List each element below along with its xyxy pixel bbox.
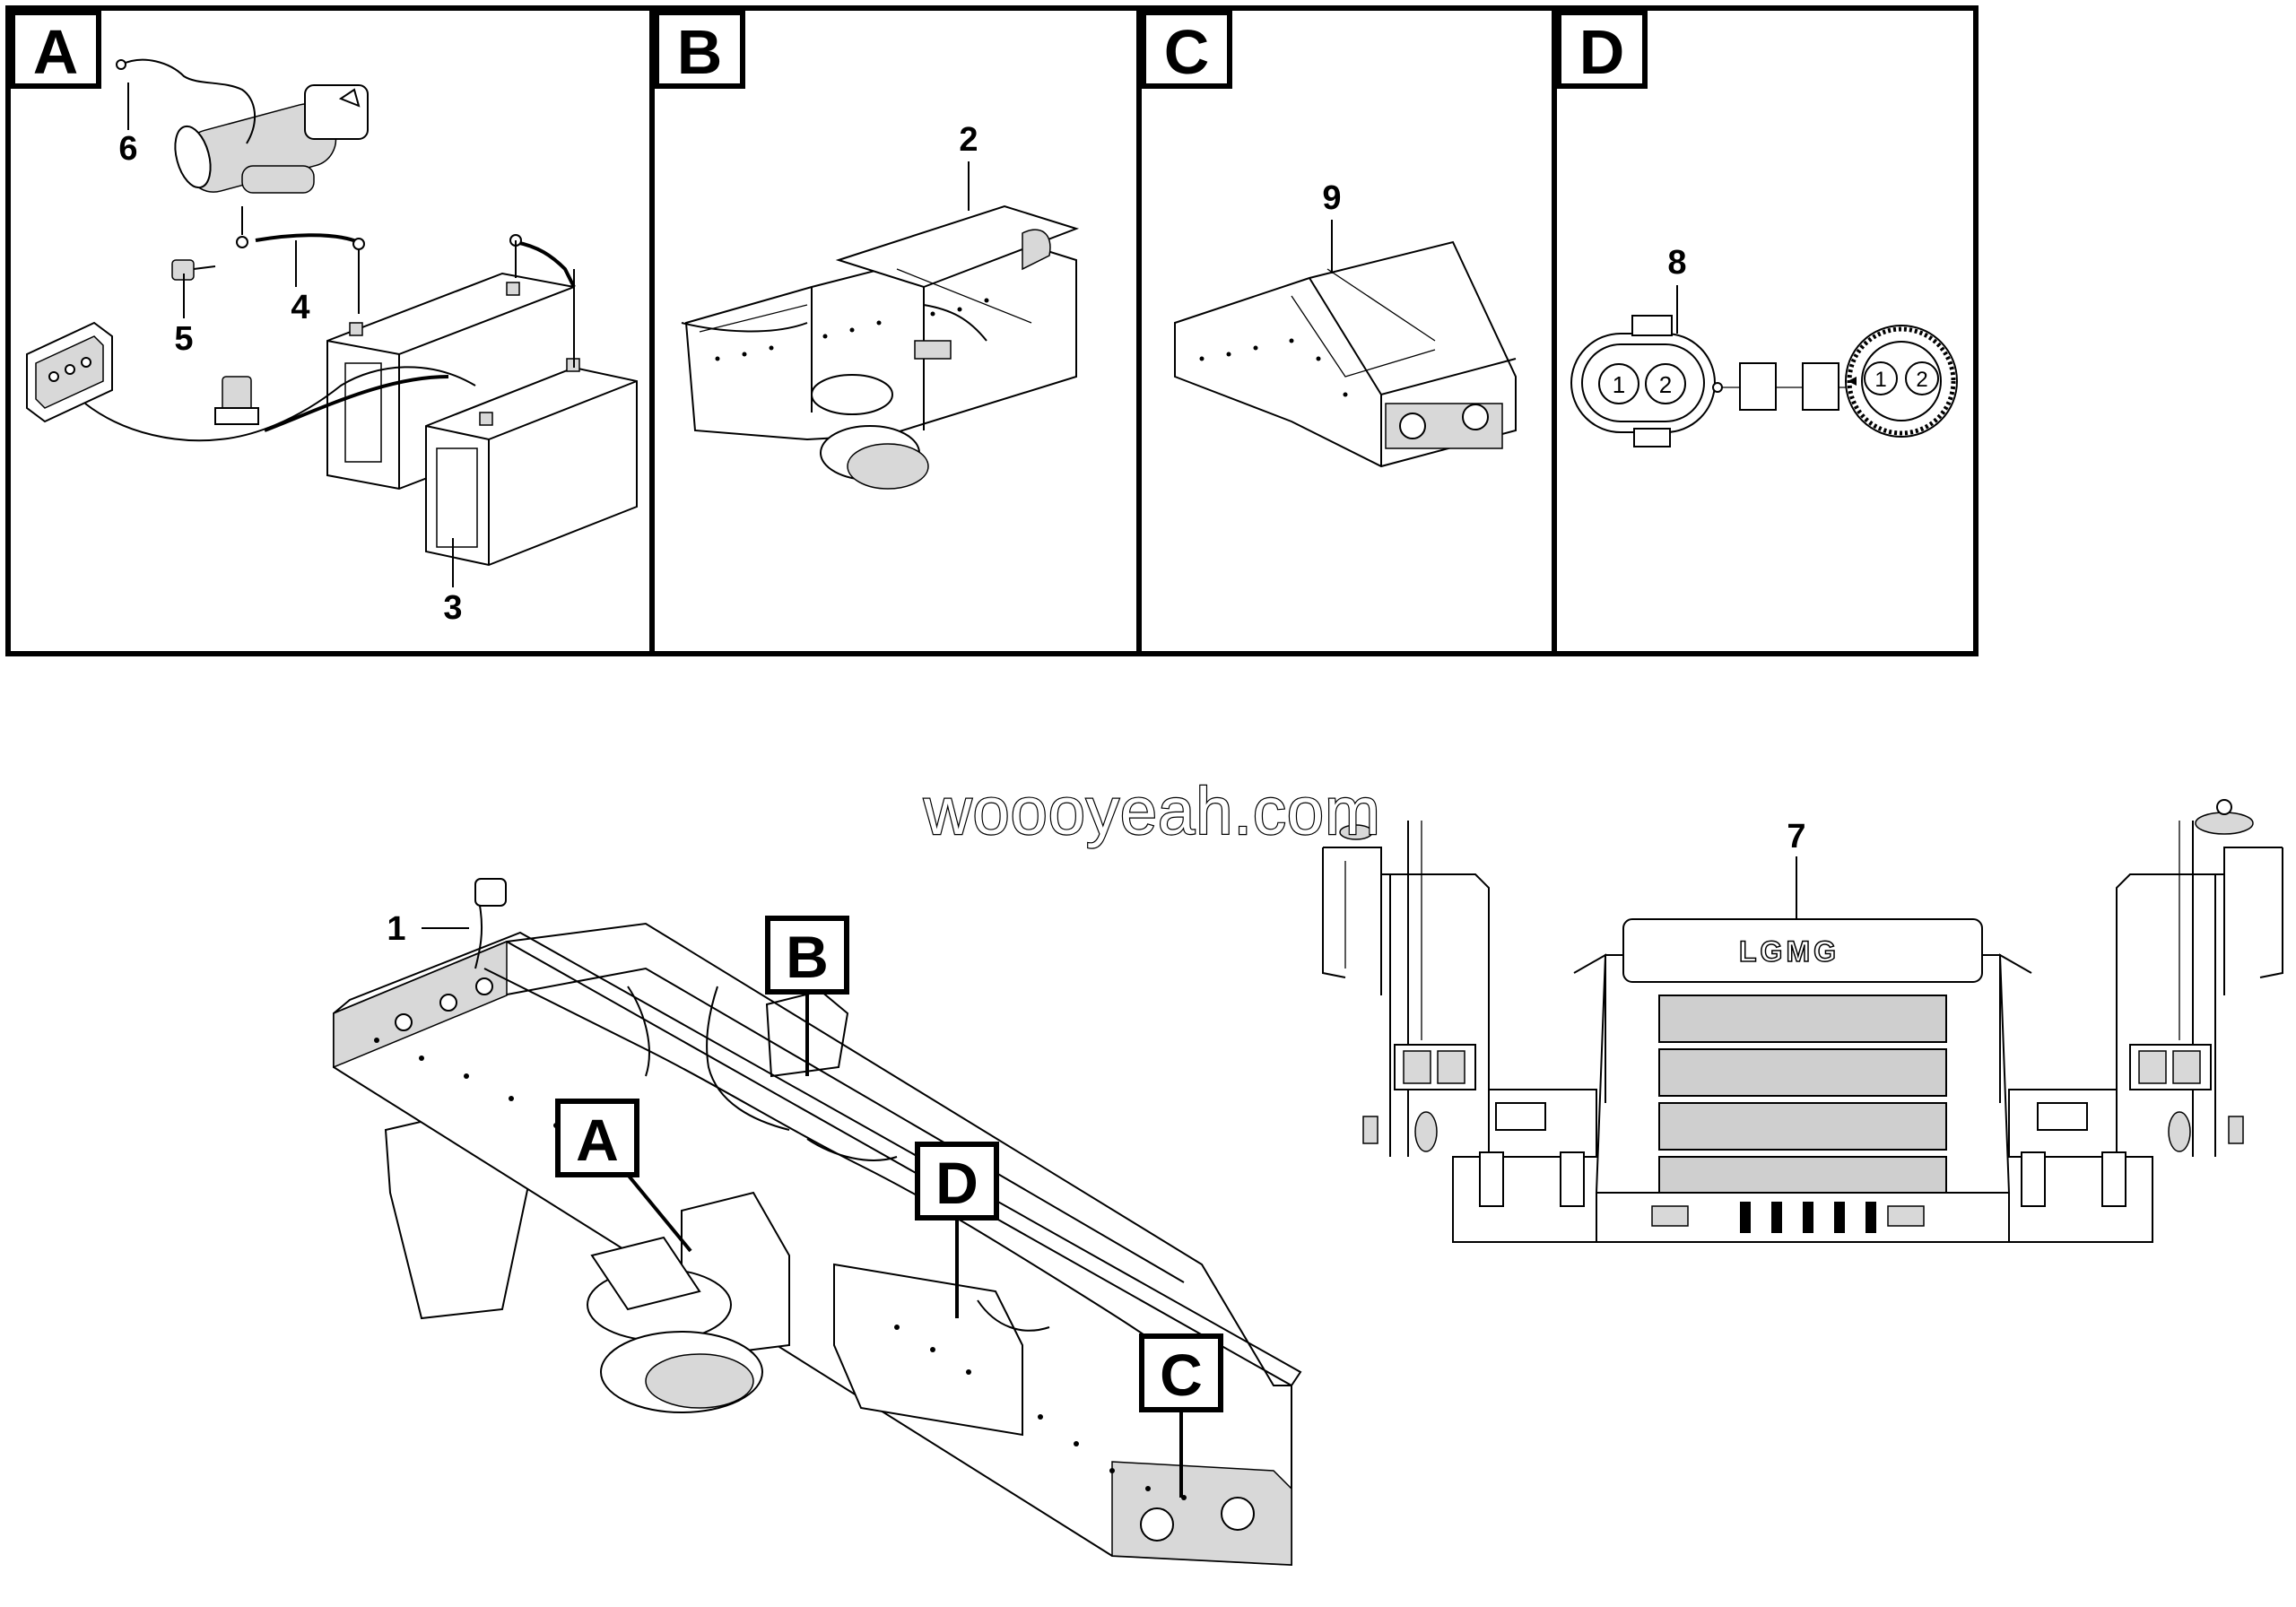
detail-panels-frame [5, 5, 1979, 656]
watermark: woooyeah.com [923, 774, 1381, 848]
callout-6: 6 [118, 130, 137, 168]
callout-8: 8 [1667, 244, 1686, 282]
battery-control-box [26, 321, 113, 423]
callout-4: 4 [291, 289, 309, 326]
callout-9: 9 [1322, 179, 1341, 217]
panel-d-drawing: 1 2 1 2 [1570, 285, 1958, 447]
callout-7: 7 [1787, 818, 1805, 856]
main-marker-d: D [915, 1142, 999, 1318]
panel-d-label-box: D [1556, 10, 1648, 89]
panel-b-label-box: B [654, 10, 745, 89]
panel-a-drawing [26, 58, 638, 587]
callout-5: 5 [174, 320, 193, 358]
panel-a-label: A [33, 17, 79, 87]
panel-a-label-box: A [10, 10, 101, 89]
callout-1: 1 [387, 910, 405, 948]
grille [1658, 995, 1947, 1194]
svg-text:C: C [1160, 1342, 1203, 1408]
svg-text:D: D [935, 1150, 978, 1216]
svg-text:B: B [786, 924, 829, 990]
brand-logo: LGMG [1739, 935, 1839, 968]
socket-pin-2: 2 [1916, 368, 1927, 392]
main-marker-c: C [1139, 1333, 1223, 1498]
plug-pin-1: 1 [1613, 371, 1625, 398]
main-marker-a: A [555, 1099, 692, 1253]
panel-b-label: B [677, 17, 723, 87]
svg-text:A: A [576, 1107, 619, 1173]
connector-socket: 1 2 [1845, 325, 1958, 438]
panel-d-label: D [1579, 17, 1625, 87]
callout-2: 2 [959, 121, 978, 159]
main-marker-b: B [765, 916, 849, 1076]
battery-front [425, 358, 638, 567]
panel-b-drawing [681, 161, 1080, 490]
panel-c-label-box: C [1141, 10, 1232, 89]
starter-motor [174, 84, 369, 194]
rear-view-drawing: LGMG [1322, 799, 2283, 1243]
plug-pin-2: 2 [1659, 371, 1672, 398]
panel-c-drawing [1174, 220, 1517, 468]
socket-pin-1: 1 [1874, 368, 1886, 392]
main-chassis-drawing [333, 878, 1302, 1567]
callout-3: 3 [443, 589, 462, 627]
panel-c-label: C [1164, 17, 1210, 87]
connector-plug: 1 2 [1570, 315, 1716, 447]
